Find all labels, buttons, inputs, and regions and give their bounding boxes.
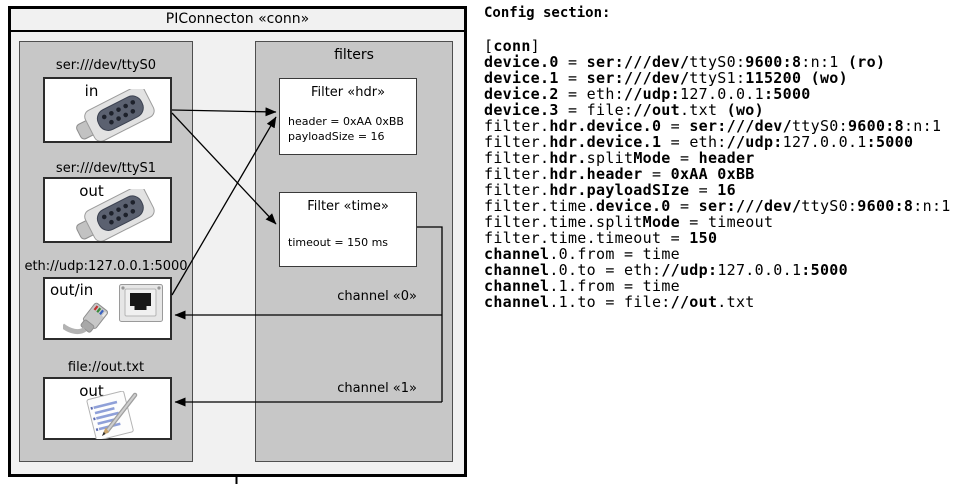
filter-time-title: Filter «time» — [307, 199, 389, 214]
config-line: channel.0.from = time — [484, 245, 680, 263]
config-line: filter.hdr.header = 0xAA 0xBB — [484, 165, 755, 183]
config-heading: Config section: — [484, 5, 611, 21]
config-line: filter.time.splitMode = timeout — [484, 213, 774, 231]
filter-hdr-prop-payloadsize: payloadSize = 16 — [288, 130, 385, 143]
config-line: filter.hdr.splitMode = header — [484, 149, 755, 167]
piconnection-diagram-frame: PIConnecton «conn» ser:///dev/ttyS0 in — [8, 6, 467, 477]
filter-hdr-prop-header: header = 0xAA 0xBB — [288, 115, 404, 128]
port-label: out/in — [50, 281, 94, 299]
config-line: device.3 = file://out.txt (wo) — [484, 101, 764, 119]
config-line: channel.1.to = file://out.txt — [484, 293, 755, 311]
config-line: filter.hdr.device.0 = ser:///dev/ttyS0:9… — [484, 117, 942, 135]
config-line: channel.1.from = time — [484, 277, 680, 295]
config-line: filter.time.timeout = 150 — [484, 229, 718, 247]
config-line: device.2 = eth://udp:127.0.0.1:5000 — [484, 85, 811, 103]
ethernet-jack-icon — [119, 284, 163, 322]
serial-connector-icon — [76, 89, 155, 141]
device-box-eth: out/in — [43, 277, 172, 340]
device-box-file: out — [43, 377, 172, 440]
filter-time-box: Filter «time» timeout = 150 ms — [279, 192, 417, 267]
device-label-ttys0: ser:///dev/ttyS0 — [55, 58, 157, 73]
port-label: out — [79, 182, 104, 200]
device-label-file: file://out.txt — [67, 360, 145, 375]
config-line: filter.hdr.payloadSIze = 16 — [484, 181, 736, 199]
config-line: device.1 = ser:///dev/ttyS1:115200 (wo) — [484, 69, 848, 87]
ethernet-cable-icon — [63, 302, 109, 335]
device-label-ttys1: ser:///dev/ttyS1 — [55, 161, 157, 176]
config-line: device.0 = ser:///dev/ttyS0:9600:8:n:1 (… — [484, 53, 886, 71]
config-line: [conn] — [484, 37, 541, 55]
channel-1-label: channel «1» — [337, 381, 417, 396]
port-label: in — [84, 82, 99, 100]
filter-hdr-title: Filter «hdr» — [310, 85, 386, 100]
diagram-title: PIConnecton «conn» — [11, 9, 464, 32]
config-line: channel.0.to = eth://udp:127.0.0.1:5000 — [484, 261, 848, 279]
config-lines: [conn]device.0 = ser:///dev/ttyS0:9600:8… — [484, 38, 951, 310]
filter-hdr-box: Filter «hdr» header = 0xAA 0xBB payloadS… — [279, 78, 417, 155]
config-section: Config section: [conn]device.0 = ser:///… — [484, 0, 964, 484]
device-label-eth: eth://udp:127.0.0.1:5000 — [24, 259, 188, 274]
filter-time-prop-timeout: timeout = 150 ms — [288, 236, 389, 249]
config-line: filter.time.device.0 = ser:///dev/ttyS0:… — [484, 197, 951, 215]
config-line: filter.hdr.device.1 = eth://udp:127.0.0.… — [484, 133, 914, 151]
device-box-ttys0: in — [43, 77, 172, 143]
serial-connector-icon — [76, 189, 155, 241]
filters-panel: filters Filter «hdr» header = 0xAA 0xBB … — [255, 41, 453, 462]
device-box-ttys1: out — [43, 177, 172, 243]
filters-panel-title: filters — [334, 47, 374, 63]
devices-panel: ser:///dev/ttyS0 in ser:/// — [19, 41, 193, 462]
port-label: out — [79, 382, 104, 400]
channel-0-label: channel «0» — [337, 289, 417, 304]
notepad-icon — [86, 391, 138, 439]
